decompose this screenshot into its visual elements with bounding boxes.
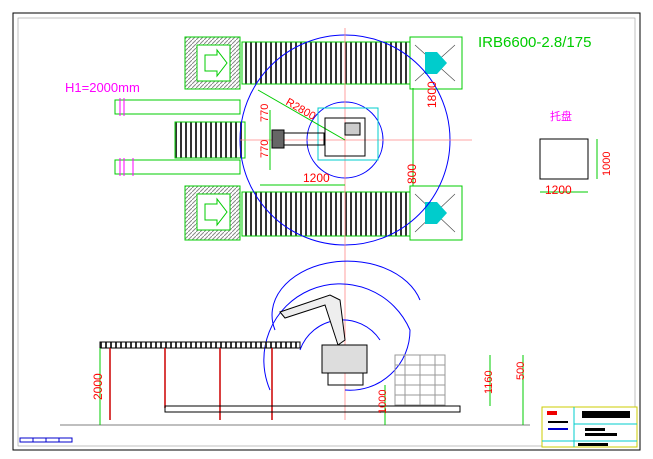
pallet-stack	[394, 354, 446, 406]
dim-800: 800	[405, 164, 419, 184]
pallet-width: 1200	[545, 183, 572, 197]
dim-770-b: 770	[259, 140, 271, 158]
height-label: H1=2000mm	[65, 80, 140, 95]
upper-conveyor	[184, 36, 463, 90]
infeed-table	[99, 341, 301, 420]
base-platform	[164, 405, 461, 413]
radius-label: R2800	[284, 96, 318, 123]
dim-770-a: 770	[259, 104, 271, 122]
dim-2000: 2000	[91, 373, 105, 400]
pallet-label: 托盘	[550, 109, 572, 123]
dim-500: 500	[515, 362, 527, 380]
robot-top-view	[271, 117, 366, 157]
outer-frame	[12, 12, 641, 451]
dim-1000: 1000	[377, 390, 389, 414]
arrow-icon	[425, 202, 447, 224]
inner-frame	[17, 17, 636, 447]
dim-1800: 1800	[425, 81, 439, 108]
pallet-depth: 1000	[601, 152, 613, 176]
arrow-icon	[425, 52, 447, 74]
scale-bar	[19, 437, 73, 443]
pallet-outline	[539, 138, 589, 180]
model-label: IRB6600-2.8/175	[478, 34, 591, 51]
title-block	[541, 406, 638, 448]
infeed-conveyors	[114, 98, 246, 176]
dim-1160: 1160	[483, 370, 495, 394]
abb-logo	[547, 411, 557, 415]
robot-side-view	[279, 294, 368, 386]
dim-1200: 1200	[303, 171, 330, 185]
dimension-lines	[260, 88, 414, 186]
